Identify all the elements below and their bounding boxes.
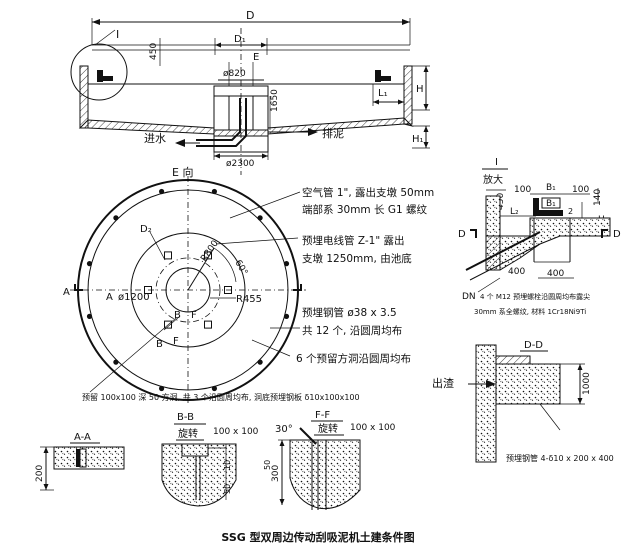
section-BB: B-B 旋转 100 x 100 10 50 [161,412,259,507]
detail-DD-note: 预埋钢管 4-δ10 x 200 x 400 [506,453,614,463]
tank-plan-view: E 向 D₂ R800 60° R455 ø1200 A A B F B F [63,165,306,405]
section-AA-200: 200 [35,465,45,482]
anchor-pipe-mark [211,188,217,195]
section-F-lower: F [173,336,179,347]
dim-1650: 1650 [270,89,280,112]
dim-D2: D₂ [140,224,152,235]
drawing-title: SSG 型双周边传动刮吸泥机土建条件图 [221,530,414,544]
detail-material-note: 30mm 系全螺纹, 材料 1Cr18Ni9Ti [474,307,586,316]
section-FF-dim: 100 x 100 [350,423,396,433]
plan-notes: 空气管 1", 露出支墩 50mm 端部系 30mm 长 G1 螺纹 预埋电线管… [82,186,434,402]
detail-dim-400b: 400 [547,269,564,279]
section-BB-title: B-B [177,412,194,423]
anchor-pipe-mark [257,215,263,221]
note-air-pipe-2: 端部系 30mm 长 G1 螺纹 [302,203,427,216]
anchor-pipe-mark [86,261,93,267]
inlet-label: 进水 [144,132,166,145]
anchor-pipe-mark [113,215,119,221]
detail-DD-outlet: 出渣 [432,376,454,390]
detail-I-sub: 放大 [483,173,503,186]
detail-I-title: I [495,157,498,168]
note-pre-holes: 预留 100x100 深 50 方洞, 共 3 个沿圆周均布, 洞底预埋钢板 δ… [82,392,360,402]
section-BB-50: 50 [223,484,232,494]
anchor-pipe-marks [86,188,290,392]
detail-DN: DN [462,292,476,302]
detail-DD: D-D 1000 出渣 预埋钢管 4-δ10 x 200 x 400 [432,340,614,463]
detail-n2: 2 [568,207,573,216]
section-BB-10: 10 [223,460,232,470]
detail-bolt-note: 4 个 M12 预埋螺栓沿圆周均布露尖 [480,292,590,301]
detail-L2: L₂ [510,207,519,217]
anchor-pipe-mark [113,359,119,365]
sludge-label: 排泥 [322,126,344,140]
section-B-lower: B [156,339,163,350]
section-B-marker: B [174,310,181,321]
section-D-right: D [613,229,621,240]
detail-dim-100b: 100 [572,185,589,195]
anchor-pipe-mark [257,359,263,365]
dim-R455: R455 [236,294,262,305]
detail-dim-450: 450 [496,193,506,210]
anchor-pipe-mark [211,385,217,392]
square-hole-mark [204,251,212,260]
dim-820: ø820 [223,69,246,79]
angle-60: 60° [232,259,249,278]
dim-R800: R800 [199,239,221,264]
anchor-pipe-mark [86,313,93,319]
anchor-pipe-mark [283,313,290,319]
dim-2300: ø2300 [226,159,255,169]
section-BB-dim: 100 x 100 [213,427,259,437]
section-A-marker-inner: A [106,292,113,303]
note-steel-pipe-2: 共 12 个, 沿圆周均布 [302,325,402,337]
detail-dim-140: 140 [593,189,603,206]
section-FF-angle: 30° [275,424,293,435]
section-AA-title: A-A [74,432,91,443]
view-E-label: E 向 [172,165,193,179]
section-BB-rotate: 旋转 [178,427,198,440]
detail-I-marker: I [116,28,119,41]
section-F-marker: F [191,310,197,321]
detail-dim-400a: 400 [508,267,525,277]
note-steel-pipe-1: 预埋钢管 ø38 x 3.5 [302,306,397,319]
section-FF-300: 300 [271,465,281,482]
anchor-pipe-mark [283,261,290,267]
square-hole-mark [204,320,212,329]
section-A-left: A [63,287,70,298]
anchor-pipe-mark [159,385,165,392]
detail-B1b: B₁ [546,199,556,209]
dim-D1-label: D₁ [234,34,246,45]
detail-B1a: B₁ [546,183,556,193]
dim-1200: ø1200 [118,292,150,303]
section-FF: F-F 旋转 30° 100 x 100 300 50 [263,410,396,510]
tank-section-view: D D₁ E 450 I [70,9,430,175]
section-FF-rotate: 旋转 [318,422,338,435]
detail-DD-title: D-D [524,340,543,351]
section-FF-title: F-F [315,410,330,421]
detail-I: I 放大 100 B₁ 100 140 450 B₁ 2 H₂ L₂ D D [458,157,621,316]
square-hole-mark [164,251,172,260]
dim-450: 450 [149,43,159,60]
detail-DD-1000: 1000 [582,372,592,395]
note-square-holes: 6 个预留方洞沿圆周均布 [296,352,411,365]
anchor-pipe-mark [159,188,165,195]
dim-L1: L₁ [378,88,388,99]
dim-H1: H₁ [412,134,424,145]
note-conduit-1: 预埋电线管 Z-1" 露出 [302,234,404,247]
note-conduit-2: 支墩 1250mm, 由池底 [302,252,412,265]
section-AA: A-A 200 [35,432,125,491]
dim-D-label: D [246,9,254,22]
section-D-left: D [458,229,466,240]
section-FF-50: 50 [263,460,272,470]
note-air-pipe-1: 空气管 1", 露出支墩 50mm [302,186,434,199]
detail-dim-100a: 100 [514,185,531,195]
dim-H: H [416,84,424,95]
label-E: E [253,52,259,63]
